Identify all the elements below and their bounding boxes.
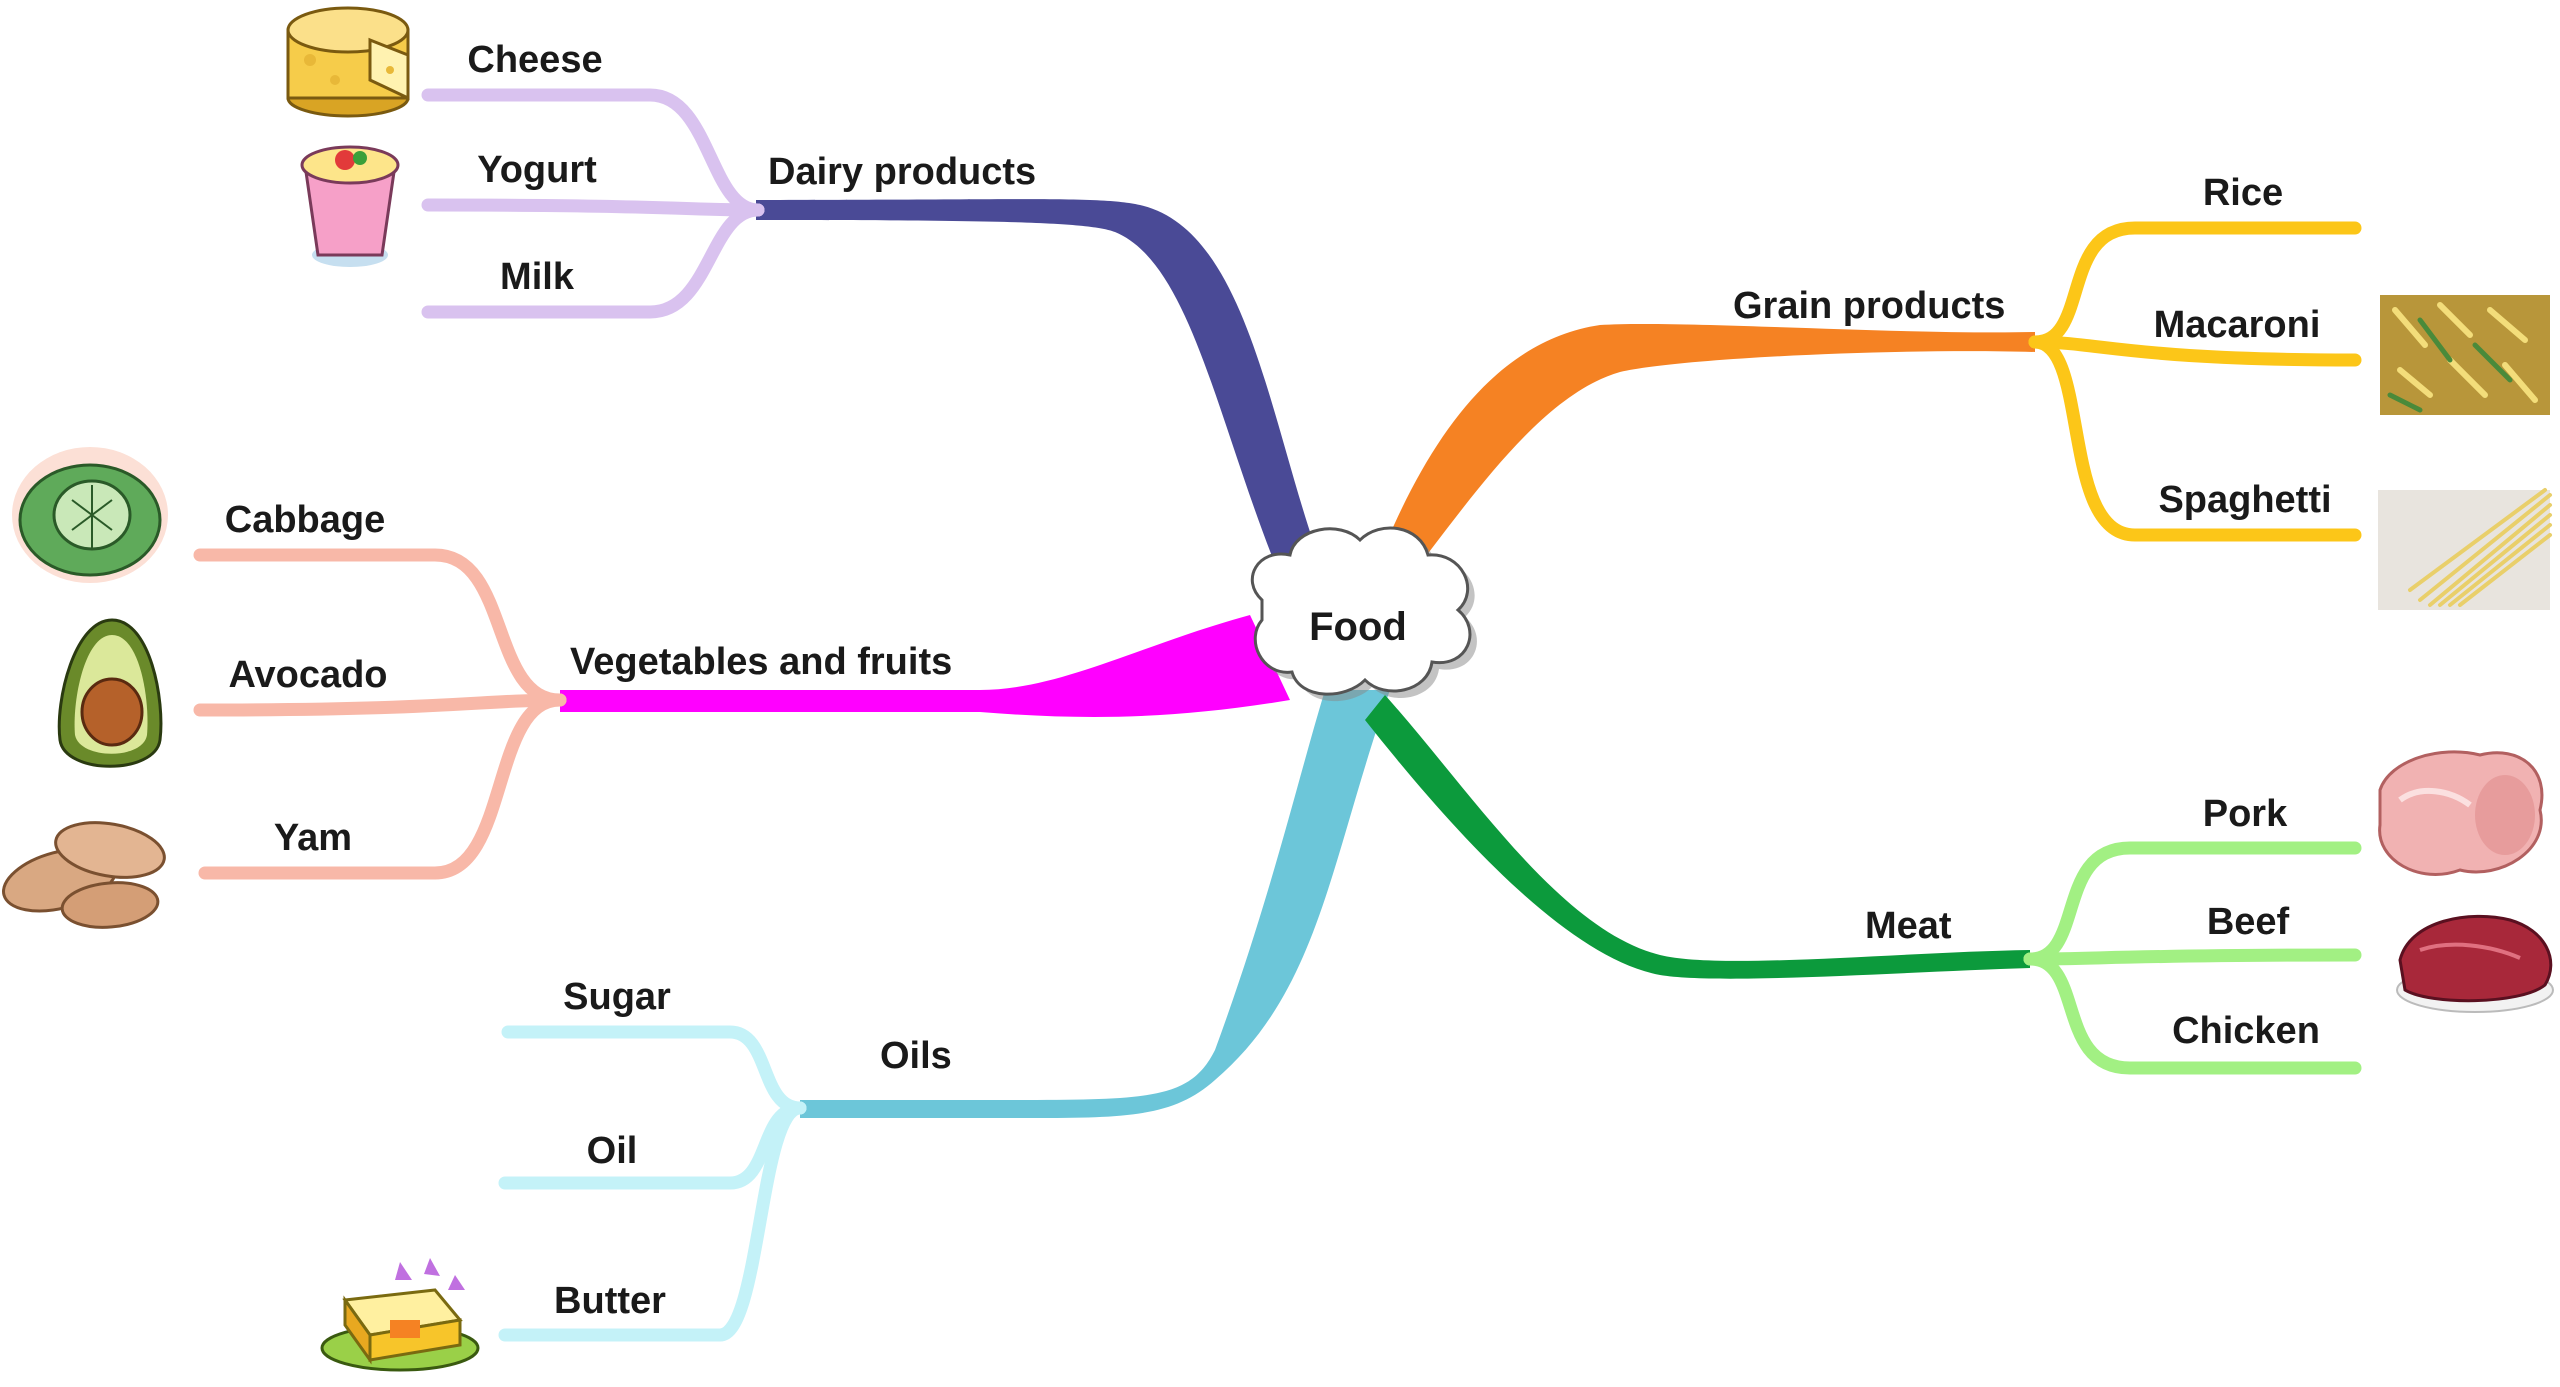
leaf-cabbage: Cabbage bbox=[225, 499, 385, 541]
dairy-sub-branches bbox=[421, 88, 765, 319]
oils-label: Oils bbox=[880, 1035, 952, 1077]
pork-icon bbox=[2378, 750, 2544, 876]
macaroni-icon bbox=[2380, 295, 2550, 415]
leaf-spaghetti: Spaghetti bbox=[2158, 479, 2331, 521]
cheese-icon bbox=[286, 6, 410, 118]
oils-branch bbox=[800, 690, 1390, 1119]
leaf-macaroni: Macaroni bbox=[2154, 304, 2321, 346]
avocado-icon bbox=[57, 618, 163, 768]
leaf-butter: Butter bbox=[554, 1280, 666, 1322]
dairy-branch bbox=[756, 199, 1325, 600]
grain-branch bbox=[1375, 323, 2035, 590]
cabbage-icon bbox=[12, 447, 168, 583]
meat-sub-branches bbox=[2023, 841, 2362, 1075]
grain-sub-branches bbox=[2028, 221, 2362, 542]
spaghetti-icon bbox=[2378, 488, 2552, 610]
oils-sub-branches bbox=[498, 1025, 807, 1342]
leaf-cheese: Cheese bbox=[467, 39, 602, 81]
center-label: Food bbox=[1309, 605, 1407, 649]
leaf-milk: Milk bbox=[500, 256, 575, 298]
yam-icon bbox=[2, 821, 166, 929]
leaf-yogurt: Yogurt bbox=[477, 149, 597, 191]
meat-branch bbox=[1365, 695, 2030, 979]
leaf-oil: Oil bbox=[587, 1130, 638, 1172]
leaf-yam: Yam bbox=[274, 817, 352, 859]
dairy-label: Dairy products bbox=[768, 151, 1036, 193]
vegetables-branch bbox=[560, 615, 1290, 717]
cloud-shape bbox=[1250, 526, 1472, 696]
leaf-beef: Beef bbox=[2207, 901, 2290, 943]
leaf-avocado: Avocado bbox=[228, 654, 387, 696]
beef-icon bbox=[2396, 914, 2554, 1013]
leaf-chicken: Chicken bbox=[2172, 1010, 2320, 1052]
butter-icon bbox=[320, 1258, 480, 1372]
vegetables-sub-branches bbox=[193, 548, 567, 880]
yogurt-icon bbox=[300, 145, 400, 267]
leaf-sugar: Sugar bbox=[563, 976, 671, 1018]
grain-label: Grain products bbox=[1733, 285, 2005, 327]
center-node: Food bbox=[1250, 526, 1477, 702]
leaf-pork: Pork bbox=[2203, 793, 2288, 835]
vegetables-label: Vegetables and fruits bbox=[570, 641, 952, 683]
leaf-rice: Rice bbox=[2203, 172, 2283, 214]
meat-label: Meat bbox=[1865, 905, 1952, 947]
